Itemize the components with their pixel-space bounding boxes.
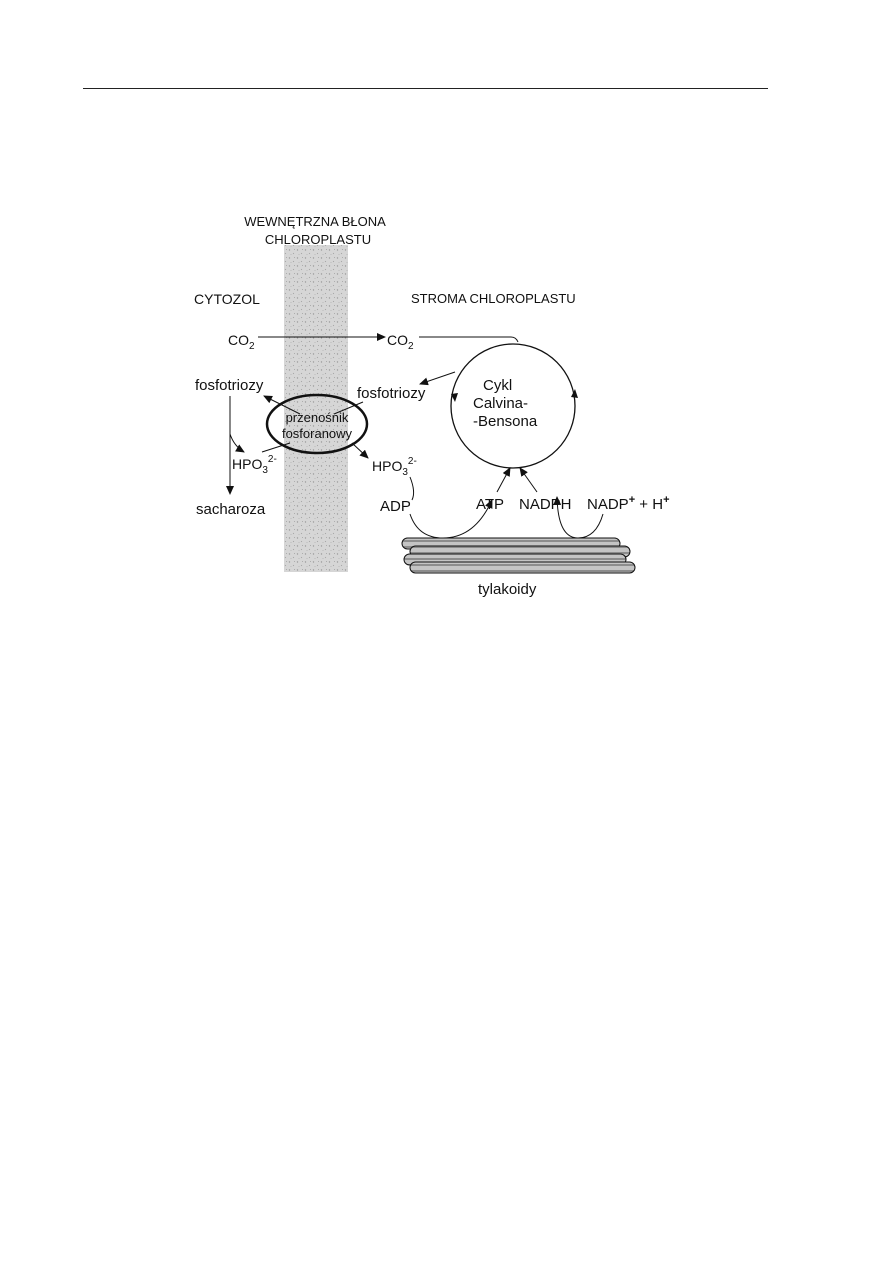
calvin-cycle-circle — [450, 343, 576, 469]
phosphate-release-arrow — [229, 433, 245, 453]
nadph-label: NADPH — [519, 496, 572, 513]
triose-export-arrow — [263, 395, 301, 415]
phosphate-import-arrow — [351, 442, 369, 459]
triose-phosphates-cytosol: fosfotriozy — [195, 377, 264, 394]
membrane-label-line2: CHLOROPLASTU — [265, 232, 371, 247]
nadph-to-cycle-arrow — [519, 467, 538, 493]
cycle-label-line3: -Bensona — [473, 413, 538, 430]
membrane-label-line1: WEWNĘTRZNA BŁONA — [244, 214, 386, 229]
phosphate-import-line — [261, 442, 291, 453]
cycle-to-triose-arrow — [419, 371, 456, 386]
adp-label: ADP — [380, 498, 411, 515]
co2-to-cycle-line — [419, 336, 519, 343]
thylakoids-label: tylakoidy — [478, 581, 537, 598]
cycle-label-line2: Calvina- — [473, 395, 528, 412]
thylakoid-disc — [409, 561, 636, 574]
co2-cytosol: CO2 — [228, 332, 255, 352]
translocator-label-line1: przenośnik — [286, 410, 349, 425]
sucrose-label: sacharoza — [196, 501, 266, 518]
phosphate-cytosol: HPO32- — [232, 454, 277, 476]
phosphate-translocator — [265, 393, 369, 455]
triose-export-line — [333, 401, 364, 415]
cytosol-label: CYTOZOL — [194, 291, 260, 307]
cycle-arrowhead-left — [451, 393, 458, 402]
cycle-label-line1: Cykl — [483, 377, 512, 394]
membrane-band — [284, 245, 348, 572]
phosphate-to-adp-line — [409, 476, 415, 501]
thylakoid-stack — [401, 537, 636, 574]
atp-to-cycle-arrow — [496, 467, 511, 493]
co2-stroma: CO2 — [387, 332, 414, 352]
cycle-arrowhead-right — [571, 389, 578, 398]
triose-phosphates-stroma: fosfotriozy — [357, 385, 426, 402]
translocator-label-line2: fosforanowy — [282, 426, 353, 441]
header-rule — [83, 88, 768, 89]
nadp-label: NADP+ + H+ — [587, 494, 670, 513]
phosphate-stroma: HPO32- — [372, 456, 417, 478]
stroma-label: STROMA CHLOROPLASTU — [411, 291, 576, 306]
